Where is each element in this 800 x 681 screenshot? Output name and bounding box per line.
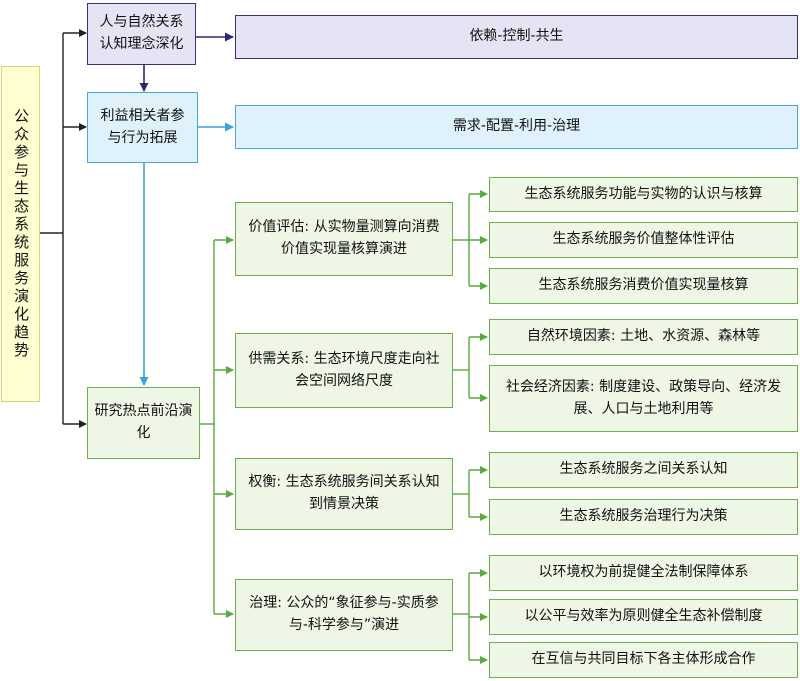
hotspot-supply-demand: 供需关系: 生态环境尺度走向社会空间网络尺度 [235, 333, 453, 408]
hotspot-tradeoff: 权衡: 生态系统服务间关系认知到情景决策 [235, 458, 453, 530]
root-node: 公众参与生态系统服务演化趋势 [1, 66, 40, 402]
hotspot-tradeoff-item-2-label: 生态系统服务治理行为决策 [559, 508, 728, 525]
hotspot-governance-item-3-label: 在互信与共同目标下各主体形成合作 [531, 651, 756, 668]
target-dependence-control-symbiosis: 依赖-控制-共生 [235, 15, 798, 59]
hotspot-value-item-3: 生态系统服务消费价值实现量核算 [489, 268, 798, 304]
hotspot-value-assessment: 价值评估: 从实物量测算向消费价值实现量核算演进 [235, 202, 453, 276]
hotspot-governance-item-1: 以环境权为前提健全法制保障体系 [489, 555, 798, 591]
node-human-nature-label: 人与自然关系认知理念深化 [99, 14, 184, 52]
hotspot-value-item-2-label: 生态系统服务价值整体性评估 [552, 231, 735, 248]
node-stakeholder-label: 利益相关者参与行为拓展 [100, 107, 185, 146]
hotspot-value-item-1: 生态系统服务功能与实物的认识与核算 [489, 177, 798, 212]
purple-connectors [139, 32, 234, 92]
hotspot-tradeoff-item-1-label: 生态系统服务之间关系认知 [559, 461, 728, 478]
hotspot-governance-item-1-label: 以环境权为前提健全法制保障体系 [538, 564, 749, 581]
hotspot-supply-label: 供需关系: 生态环境尺度走向社会空间网络尺度 [248, 350, 440, 389]
node-human-nature-cognition: 人与自然关系认知理念深化 [87, 3, 196, 65]
hotspot-value-item-2: 生态系统服务价值整体性评估 [489, 222, 798, 258]
hotspot-governance-item-3: 在互信与共同目标下各主体形成合作 [489, 642, 798, 678]
root-label: 公众参与生态系统服务演化趋势 [12, 108, 31, 360]
hotspot-supply-item-1: 自然环境因素: 土地、水资源、森林等 [489, 319, 798, 355]
node-stakeholder-participation: 利益相关者参与行为拓展 [87, 92, 198, 163]
hotspot-value-item-1-label: 生态系统服务功能与实物的认识与核算 [524, 185, 763, 202]
node-research-label: 研究热点前沿演化 [94, 403, 193, 441]
hotspot-value-item-3-label: 生态系统服务消费价值实现量核算 [538, 277, 749, 294]
root-connectors [40, 29, 87, 428]
hotspot-supply-item-2-label: 社会经济因素: 制度建设、政策导向、经济发展、人口与土地利用等 [505, 378, 782, 417]
hotspot-supply-item-2: 社会经济因素: 制度建设、政策导向、经济发展、人口与土地利用等 [489, 365, 798, 432]
hotspot-governance-label: 治理: 公众的“象征参与-实质参与-科学参与”演进 [249, 595, 439, 633]
target-1-label: 依赖-控制-共生 [469, 28, 564, 45]
hotspot-tradeoff-item-1: 生态系统服务之间关系认知 [489, 452, 798, 488]
hotspot-governance-item-2-label: 以公平与效率为原则健全生态补偿制度 [524, 608, 763, 625]
target-demand-allocation-use-governance: 需求-配置-利用-治理 [235, 105, 798, 149]
hotspot-tradeoff-label: 权衡: 生态系统服务间关系认知到情景决策 [248, 474, 440, 512]
target-2-label: 需求-配置-利用-治理 [452, 118, 581, 135]
node-research-hotspot: 研究热点前沿演化 [87, 387, 200, 459]
hotspot-supply-item-1-label: 自然环境因素: 土地、水资源、森林等 [526, 328, 761, 345]
hotspot-value-label: 价值评估: 从实物量测算向消费价值实现量核算演进 [248, 219, 440, 257]
hotspot-governance-item-2: 以公平与效率为原则健全生态补偿制度 [489, 599, 798, 635]
hotspot-tradeoff-item-2: 生态系统服务治理行为决策 [489, 499, 798, 535]
green-connectors [200, 190, 488, 664]
hotspot-governance: 治理: 公众的“象征参与-实质参与-科学参与”演进 [235, 579, 453, 651]
blue-connectors [139, 122, 234, 386]
